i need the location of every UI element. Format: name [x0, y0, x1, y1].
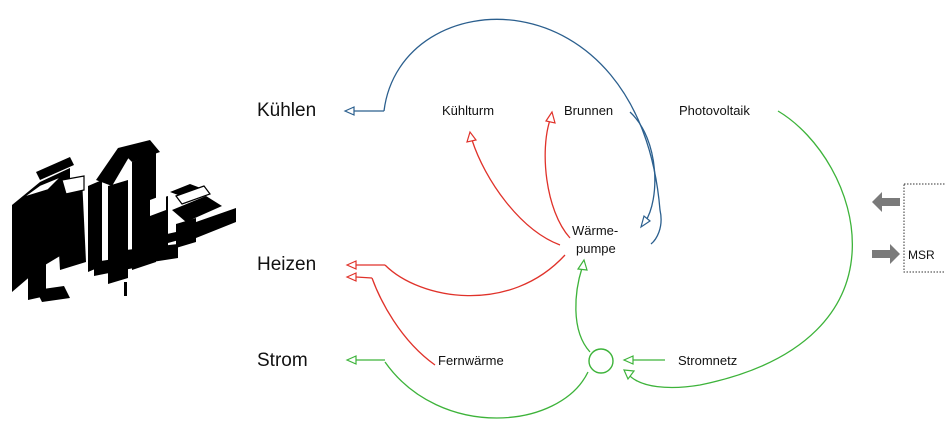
label-strom: Strom	[257, 350, 308, 371]
building-isometric-icon	[0, 120, 240, 325]
label-kuehlen: Kühlen	[257, 100, 316, 121]
electricity-flows	[345, 110, 853, 419]
arrow-left-icon	[872, 192, 900, 212]
label-stromnetz: Stromnetz	[678, 353, 737, 368]
label-fernwaerme: Fernwärme	[438, 353, 504, 368]
junction-circle-icon	[588, 348, 614, 374]
label-kuehlturm: Kühlturm	[442, 103, 494, 118]
heating-flows	[345, 110, 571, 366]
arrow-right-icon	[872, 244, 900, 264]
label-waermepumpe-line1: Wärme-	[572, 223, 618, 238]
label-heizen: Heizen	[257, 254, 316, 275]
msr-box	[903, 183, 945, 273]
cooling-flows	[343, 18, 662, 245]
label-brunnen: Brunnen	[564, 103, 613, 118]
label-msr: MSR	[908, 248, 935, 262]
msr-controller: MSR	[872, 183, 945, 273]
label-waermepumpe-line2: pumpe	[576, 241, 616, 256]
label-photovoltaik: Photovoltaik	[679, 103, 750, 118]
